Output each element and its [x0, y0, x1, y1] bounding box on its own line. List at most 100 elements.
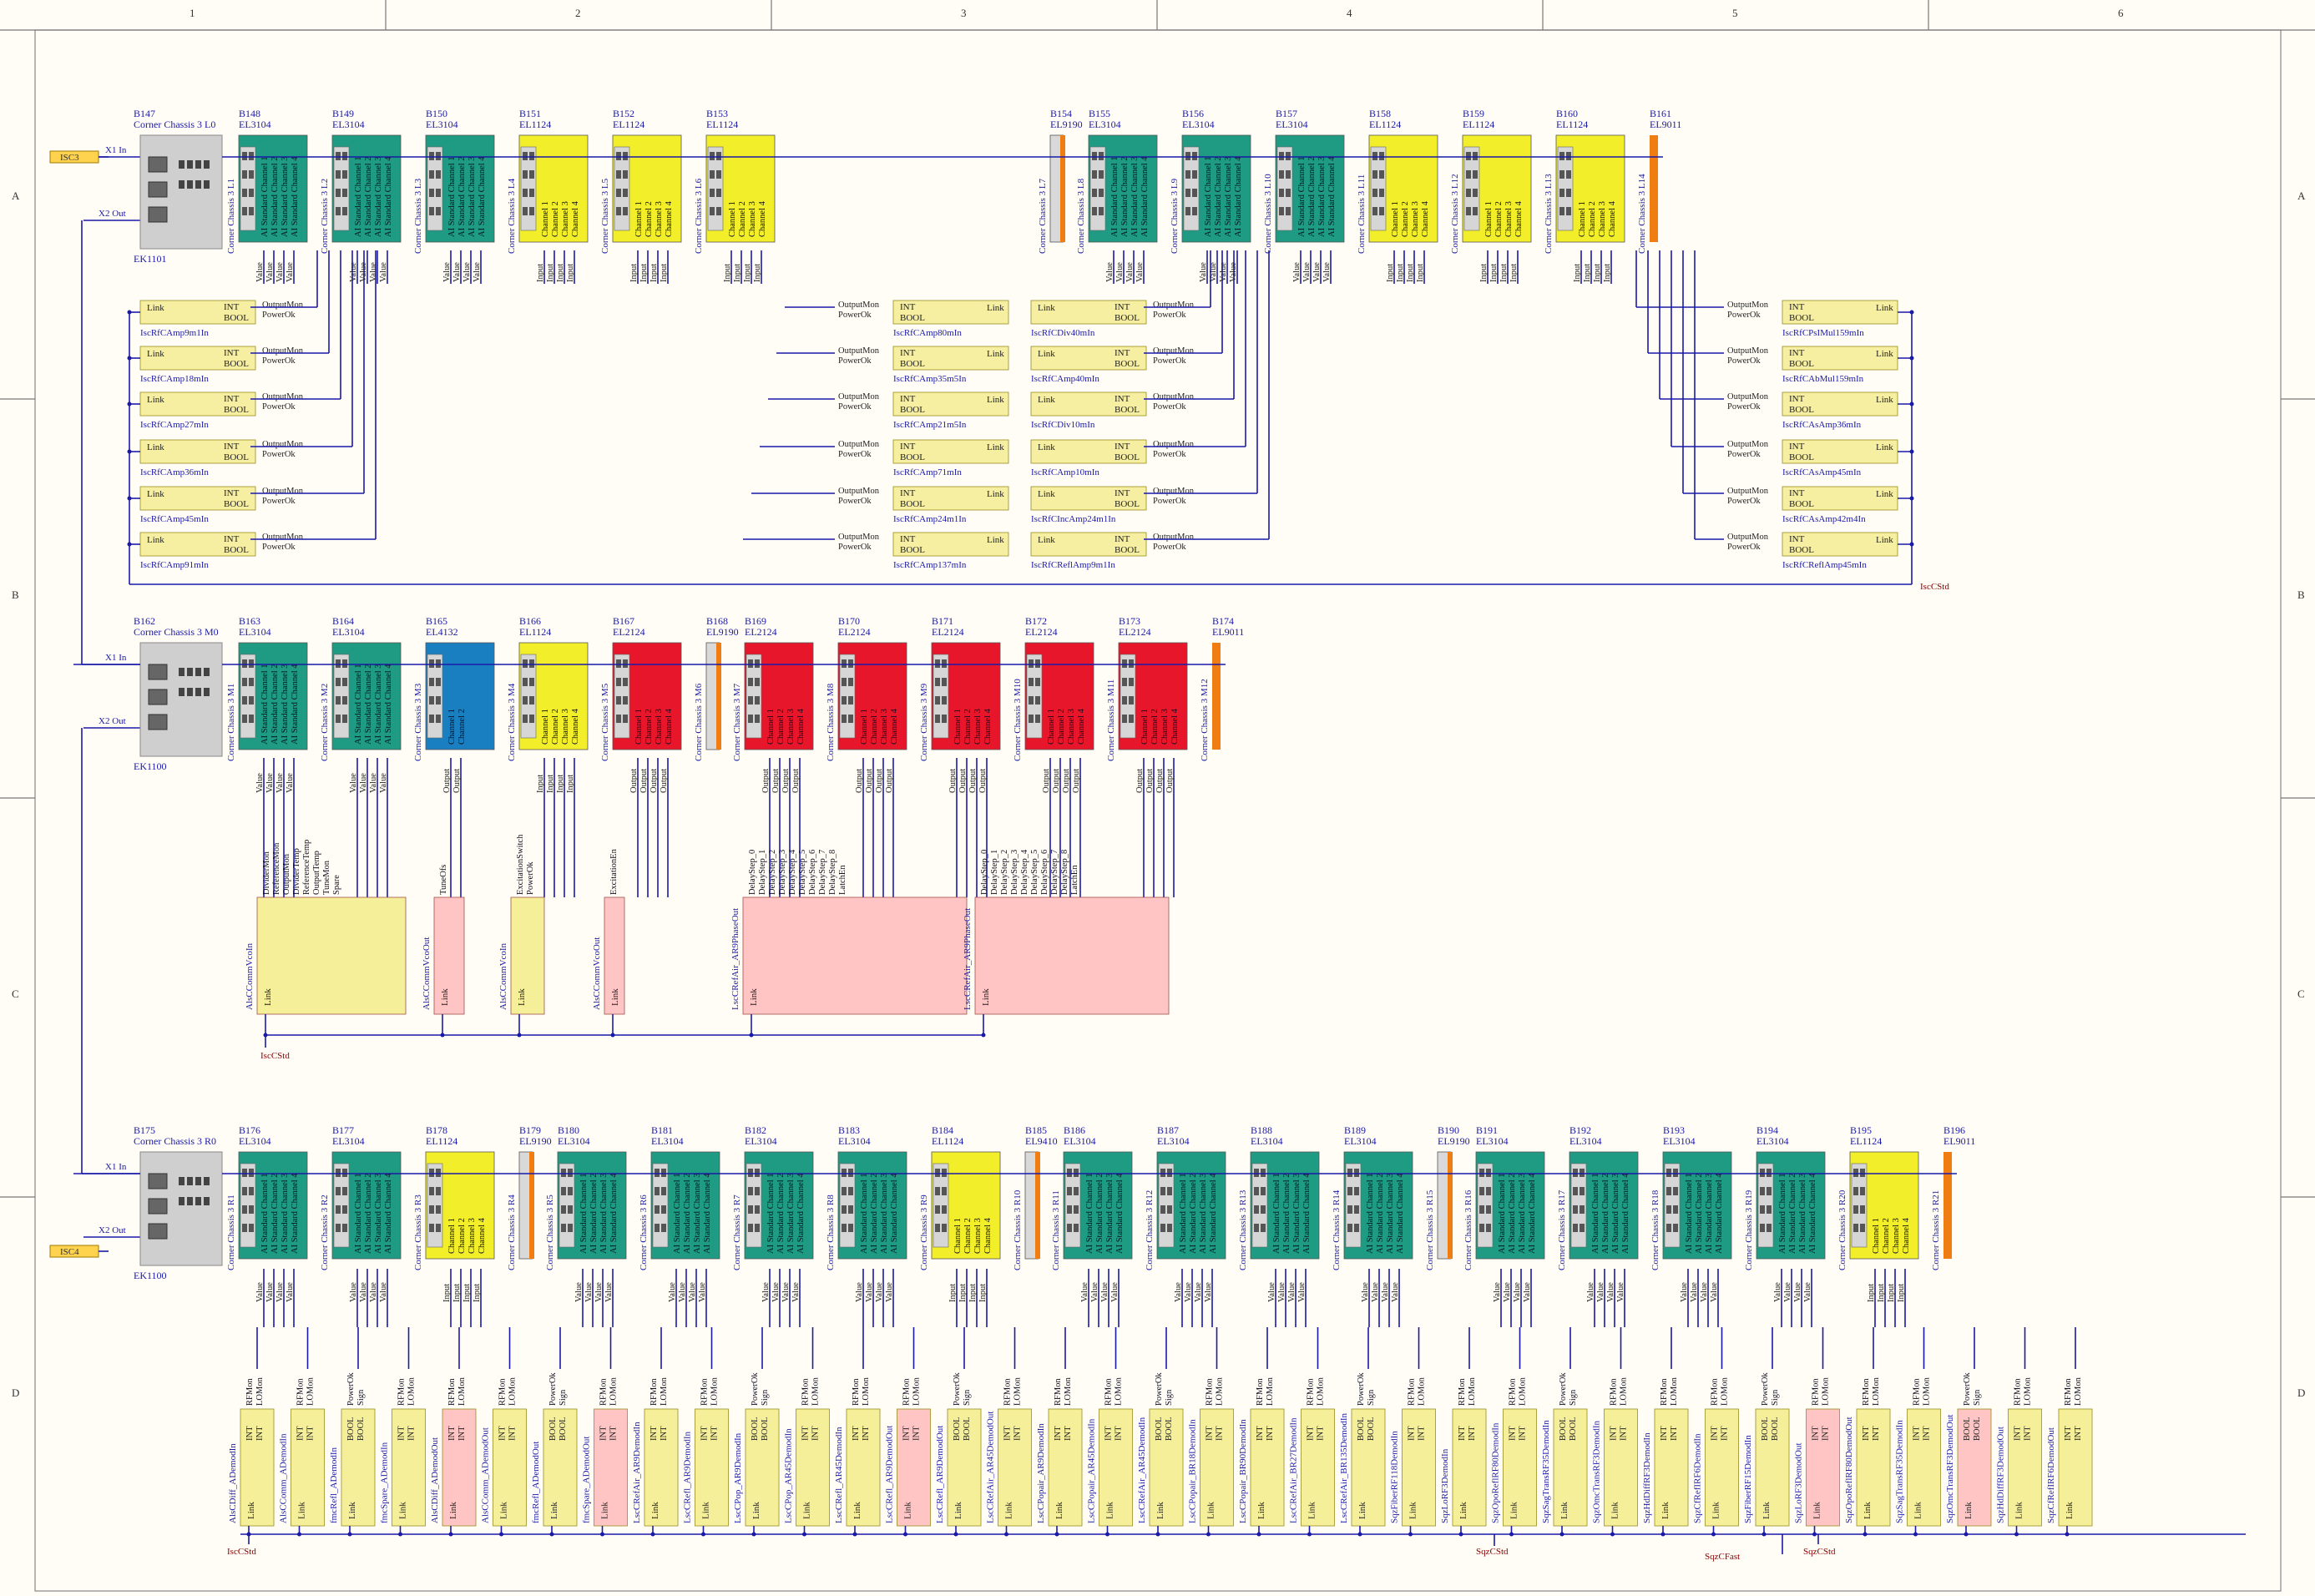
terminal-id: B181 — [651, 1124, 673, 1136]
io-type: INT — [1115, 1426, 1124, 1441]
terminal-point — [1099, 207, 1104, 215]
io-signal: RFMon — [1862, 1378, 1871, 1406]
terminal-point — [429, 207, 434, 215]
tag-signal: OutputMon — [1153, 533, 1195, 542]
pin-label: Value — [771, 1282, 781, 1302]
io-block-link: Link — [1812, 1502, 1822, 1519]
terminal-name: Corner Chassis 3 M10 — [1013, 679, 1023, 761]
terminal-point — [249, 715, 254, 723]
tag-type-int: INT — [1115, 394, 1130, 404]
tag-type-bool: BOOL — [900, 499, 925, 509]
terminal-point — [942, 678, 947, 686]
terminal-point — [1074, 1187, 1079, 1195]
terminal-point — [1160, 1205, 1165, 1214]
terminal-point — [249, 696, 254, 705]
io-type: BOOL — [548, 1417, 558, 1441]
terminal-name: Corner Chassis 3 L9 — [1170, 178, 1180, 254]
channel-label: AI Standard Channel 3 — [1317, 156, 1327, 237]
pin-label: Input — [948, 1284, 958, 1302]
channel-label: AI Standard Channel 4 — [384, 156, 393, 237]
io-signal: LatchEn — [838, 865, 847, 895]
terminal-name: Corner Chassis 3 L4 — [507, 178, 517, 254]
channel-label: AI Standard Channel 3 — [374, 156, 383, 237]
tag-type-int: INT — [224, 488, 240, 498]
terminal-id: B173 — [1119, 615, 1140, 627]
io-signal: PowerOk — [548, 1372, 558, 1406]
terminal-point — [242, 189, 247, 197]
terminal-point — [1580, 1187, 1585, 1195]
terminal-id: B171 — [932, 615, 953, 627]
io-signal: PowerOk — [1155, 1372, 1164, 1406]
pin-label: Value — [359, 262, 368, 282]
terminal-point — [523, 659, 528, 668]
io-block — [1200, 1408, 1234, 1527]
pin-label: Input — [556, 264, 565, 282]
pin-label: Output — [958, 769, 968, 793]
io-signal: LOMon — [862, 1376, 871, 1406]
io-block-link: Link — [1054, 1502, 1064, 1519]
tag-name: IscRfCAmp10mIn — [1031, 467, 1099, 477]
io-type: INT — [1317, 1426, 1326, 1441]
pin-label: Value — [1125, 262, 1135, 282]
tag-box — [1030, 300, 1147, 325]
terminal-point — [655, 1169, 660, 1177]
tag-link: Link — [1038, 442, 1055, 452]
end-cap — [1943, 1152, 1952, 1259]
terminal-point — [942, 659, 947, 668]
column-marker: 1 — [190, 7, 195, 19]
tag-signal: OutputMon — [1727, 392, 1769, 402]
io-block-name: fmcSpare_ADemodOut — [582, 1437, 592, 1523]
terminal-point — [1192, 189, 1197, 197]
io-block-name: LscCRefAir_AR9DemodIn — [632, 1422, 642, 1523]
pin-label: Output — [1165, 769, 1175, 793]
power-stripe — [1448, 1152, 1453, 1259]
channel-label: AI Standard Channel 3 — [374, 1173, 383, 1254]
io-block-name: LscCRefAir_BR27DemodIn — [1289, 1417, 1299, 1523]
io-block — [1856, 1408, 1891, 1527]
tag-signal: OutputMon — [1727, 301, 1769, 310]
pin-label: Value — [286, 1282, 295, 1302]
terminal-name: Corner Chassis 3 L12 — [1450, 174, 1460, 254]
channel-label: Channel 2 — [738, 201, 747, 237]
terminal-point — [242, 1205, 247, 1214]
pin-label: Value — [1174, 1282, 1183, 1302]
io-block-name: LscCRefl_AR9DemodOut — [885, 1426, 895, 1523]
tag-signal: PowerOk — [1153, 402, 1186, 412]
terminal-point — [529, 152, 534, 160]
pin-label: Output — [875, 769, 884, 793]
io-type: INT — [407, 1426, 417, 1441]
tag-type-int: INT — [900, 302, 916, 312]
terminal-point — [336, 1224, 341, 1232]
io-block-name: LscCPopair_AR9DemodIn — [1036, 1423, 1046, 1523]
tag-signal: OutputMon — [1153, 487, 1195, 496]
channel-label: Channel 3 — [748, 201, 757, 237]
channel-label: Channel 4 — [1902, 1217, 1911, 1254]
terminal-point — [342, 678, 347, 686]
status-led — [187, 1197, 193, 1205]
tag-type-bool: BOOL — [224, 359, 249, 369]
io-signal: LOMon — [1923, 1376, 1932, 1406]
io-signal: DelayStep_6 — [1040, 850, 1049, 895]
terminal-point — [748, 1224, 753, 1232]
std-tag: IscCStd — [227, 1547, 256, 1557]
channel-label: AI Standard Channel 2 — [1307, 156, 1317, 237]
tag-signal: OutputMon — [1153, 440, 1195, 449]
tag-type-int: INT — [224, 302, 240, 312]
io-type: INT — [1408, 1426, 1417, 1441]
terminal-type: EL9190 — [1438, 1135, 1470, 1147]
status-led — [204, 180, 210, 189]
terminal-point — [716, 189, 721, 197]
terminal-point — [623, 696, 628, 705]
channel-label: AI Standard Channel 1 — [1685, 1173, 1694, 1254]
channel-label: AI Standard Channel 4 — [478, 156, 487, 237]
terminal-point — [842, 715, 847, 723]
pin-label: Value — [275, 773, 285, 793]
io-block-link: Link — [610, 988, 620, 1006]
terminal-point — [755, 659, 760, 668]
pin-label: Value — [255, 773, 265, 793]
tag-link: Link — [1038, 303, 1055, 313]
terminal-point — [1466, 207, 1471, 215]
io-block-name: SqzCfRefIRF6DemodOut — [2046, 1427, 2056, 1523]
terminal-point — [842, 659, 847, 668]
tag-type-int: INT — [1789, 394, 1805, 404]
